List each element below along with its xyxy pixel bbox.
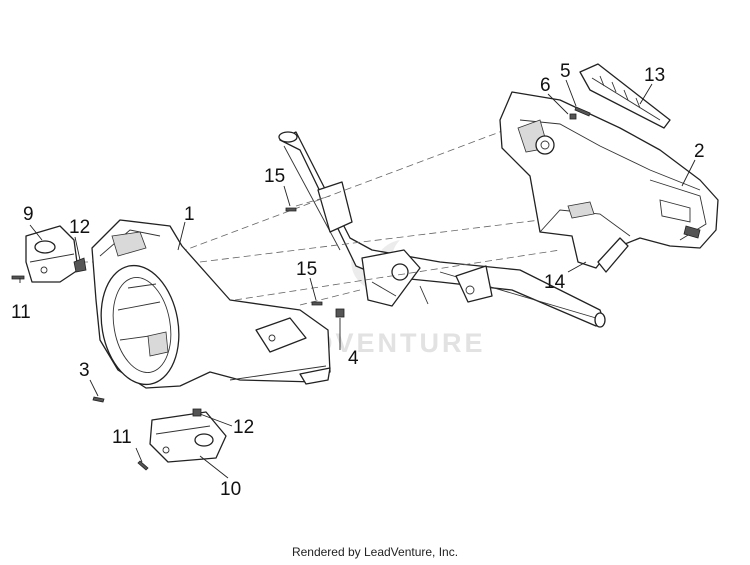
callout-2: 2	[694, 141, 705, 162]
callout-1: 1	[184, 204, 195, 225]
callout-11-left: 11	[11, 302, 31, 323]
switch-cover-9	[25, 225, 79, 283]
clip-4	[335, 308, 345, 318]
callout-13: 13	[644, 65, 665, 86]
screw-3	[92, 396, 105, 403]
callout-9: 9	[23, 204, 34, 225]
top-panel-part	[579, 63, 671, 129]
callout-labels: 1 2 3 4 5 6 9 10 11 11 12 12 13 14 15 15	[11, 61, 705, 500]
screw-15-mid	[311, 301, 323, 306]
callout-12-bottom: 12	[233, 417, 254, 438]
clip-12-left	[73, 257, 87, 273]
callout-14: 14	[544, 272, 566, 293]
callout-3: 3	[79, 360, 90, 381]
screw-11-left	[11, 275, 25, 280]
callout-15-top: 15	[264, 166, 285, 187]
rear-handlebar-cover	[499, 91, 719, 273]
clip-12-bottom	[192, 408, 202, 417]
callout-6: 6	[540, 75, 551, 96]
callout-5: 5	[560, 61, 571, 82]
callout-10: 10	[220, 479, 241, 500]
footer-credit: Rendered by LeadVenture, Inc.	[291, 545, 459, 559]
clip-6	[569, 113, 577, 120]
handlebar-part	[278, 131, 606, 328]
screw-15-top	[285, 207, 297, 212]
callout-11-bottom: 11	[112, 427, 132, 448]
switch-cover-10	[149, 411, 227, 463]
callout-12-left: 12	[69, 217, 90, 238]
leader-lines	[19, 79, 696, 479]
screw-11-bottom	[137, 460, 149, 471]
screw-5	[574, 106, 591, 117]
callout-4: 4	[348, 348, 359, 369]
callout-15-mid: 15	[296, 259, 317, 280]
front-handlebar-cover	[91, 219, 331, 389]
